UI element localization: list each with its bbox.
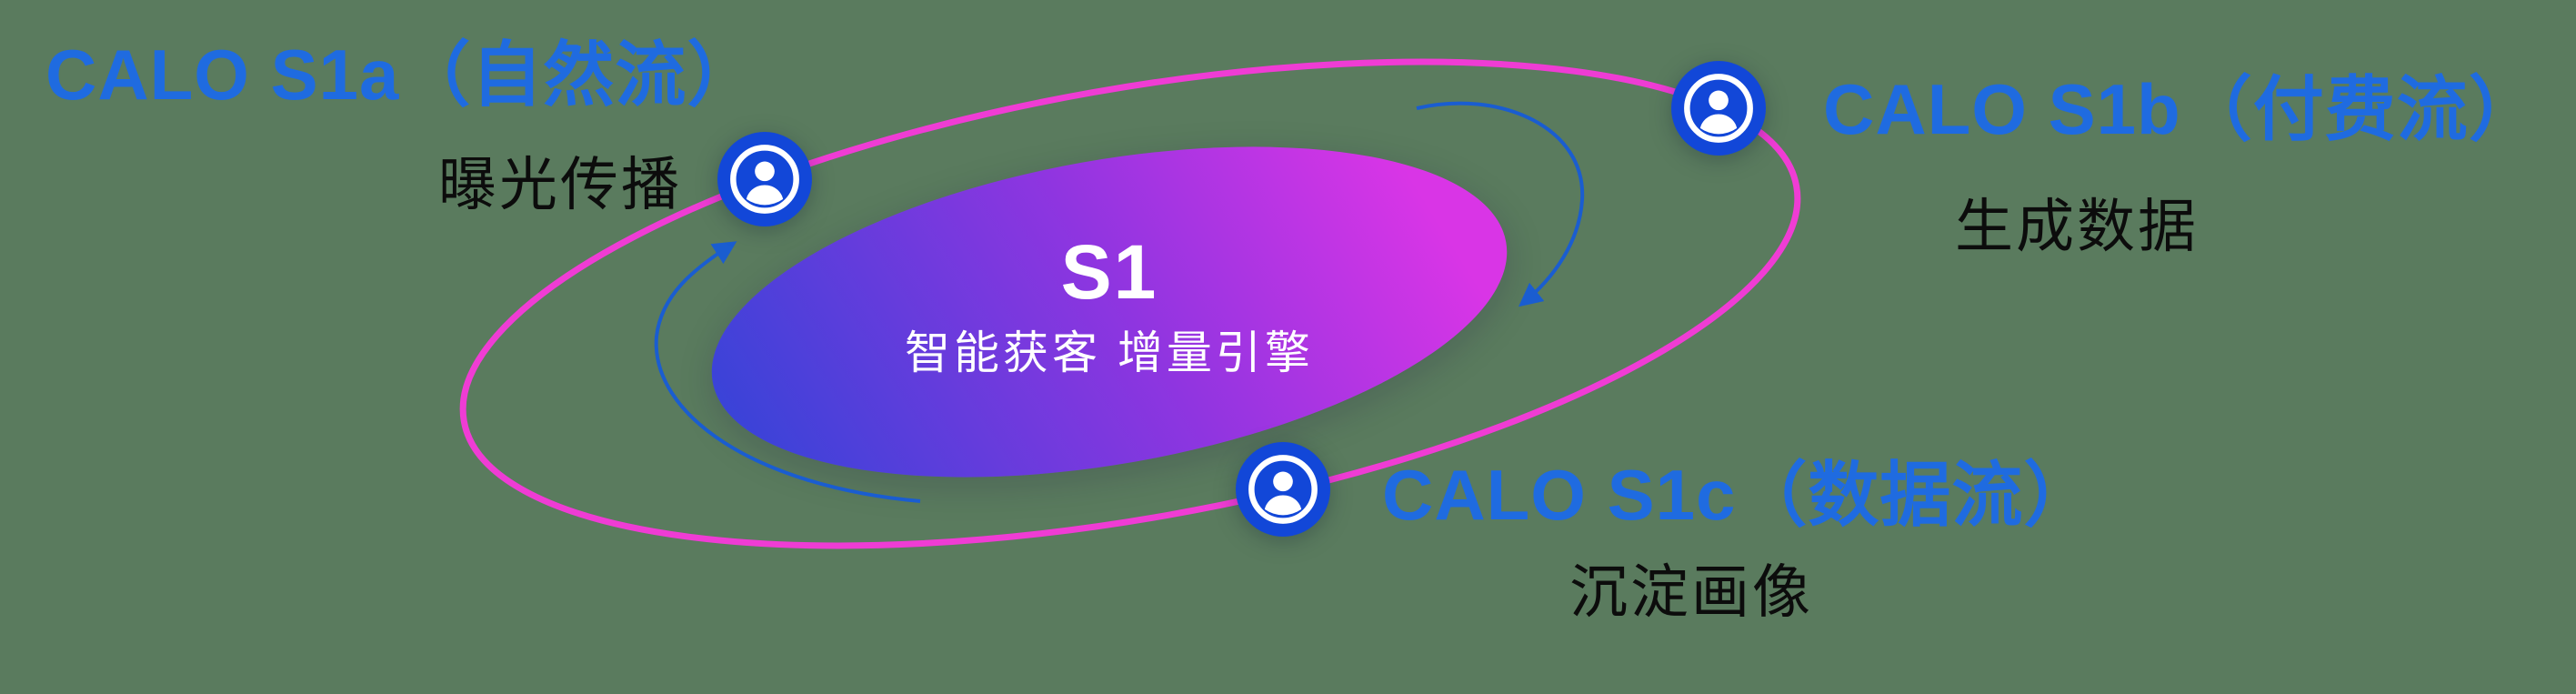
node-s1c-sublabel: 沉淀画像 <box>1569 559 1813 625</box>
node-s1c-label: CALO S1c（数据流） <box>1382 455 2096 535</box>
user-badge-icon <box>1236 442 1330 537</box>
node-s1c-user-icon <box>1236 442 1330 537</box>
orbit-ellipse <box>459 58 1801 549</box>
node-s1a-sublabel: 曝光传播 <box>438 152 682 217</box>
node-s1b-label: CALO S1b（付费流） <box>1823 69 2541 149</box>
node-s1a-label: CALO S1a（自然流） <box>45 35 759 115</box>
user-badge-icon <box>1671 61 1766 156</box>
node-s1a-user-icon <box>717 132 812 226</box>
node-s1b-user-icon <box>1671 61 1766 156</box>
flow-arrow-right <box>1416 101 1585 307</box>
flow-arrow-left <box>654 241 921 503</box>
node-s1b-sublabel: 生成数据 <box>1955 194 2199 259</box>
user-badge-icon <box>717 132 812 226</box>
